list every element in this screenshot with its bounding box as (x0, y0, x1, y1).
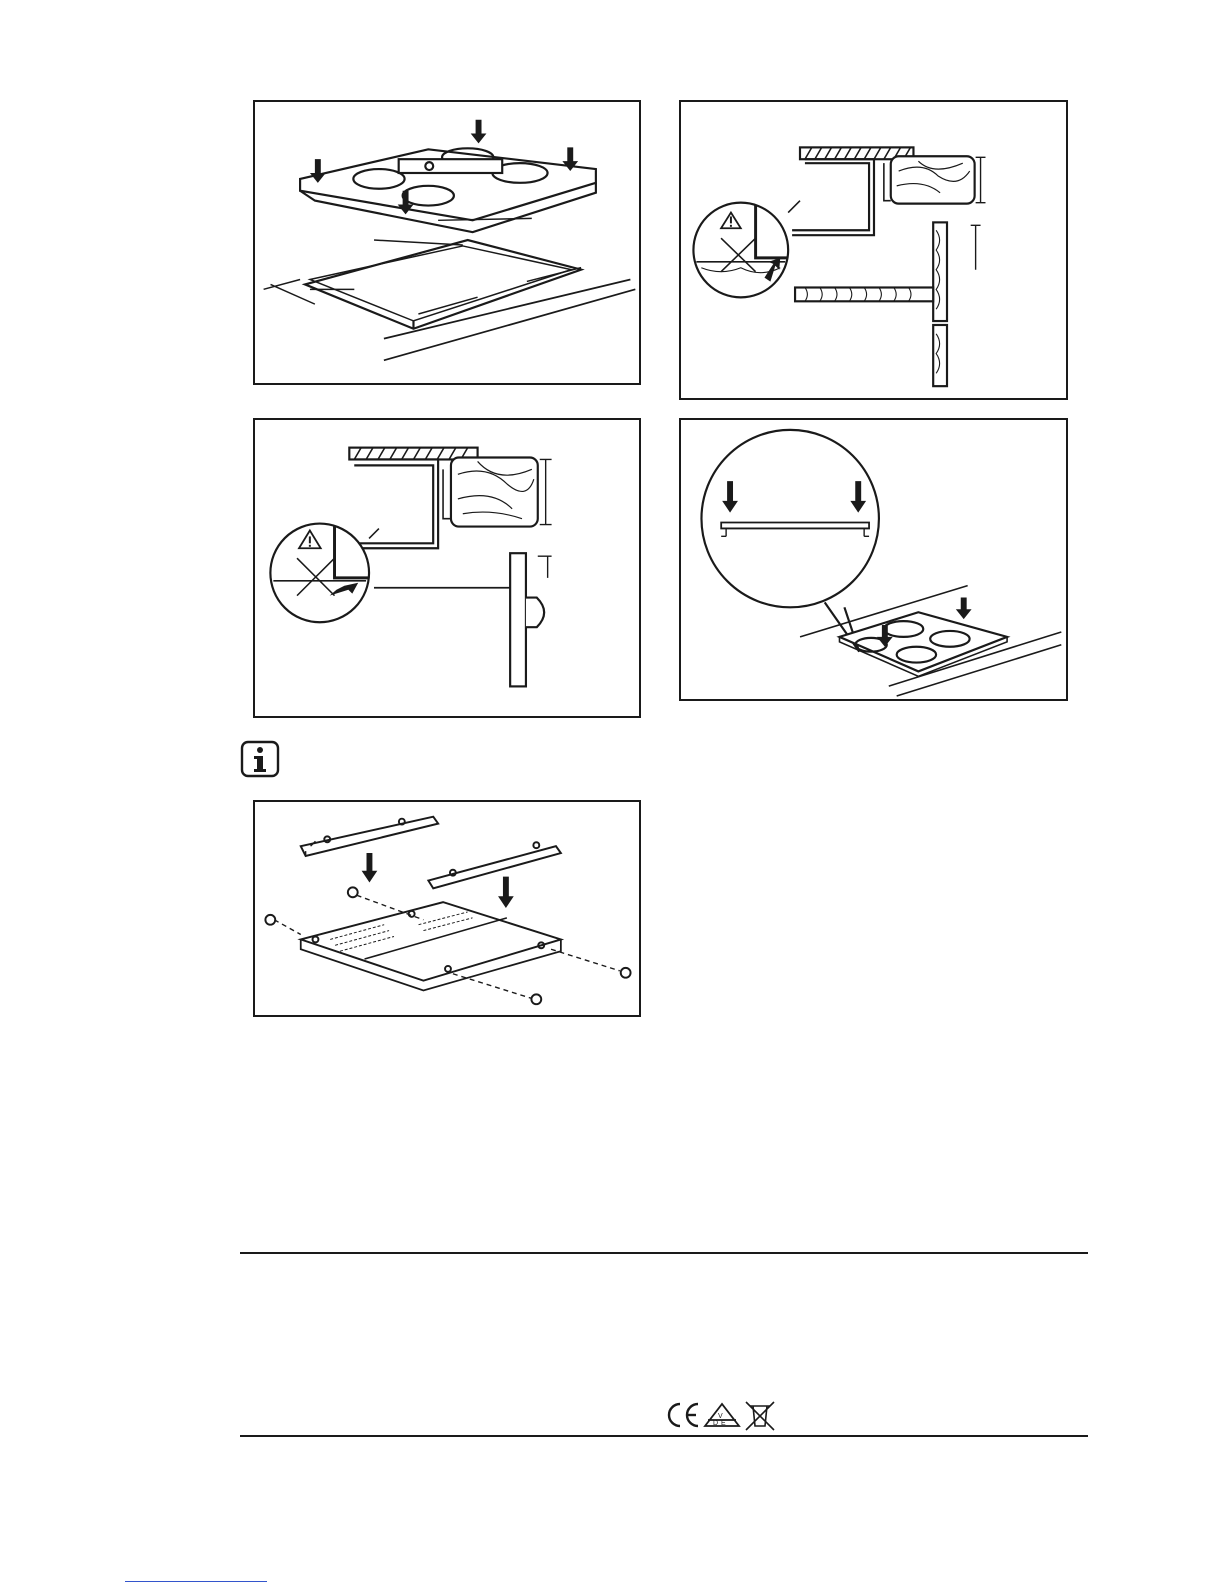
link-underline[interactable] (125, 1581, 267, 1582)
figure-clearance-oven (679, 100, 1068, 400)
svg-text:D: D (713, 1420, 718, 1427)
footer-top-rule (240, 1252, 1088, 1254)
svg-text:V: V (718, 1413, 723, 1420)
info-icon (240, 740, 280, 778)
figure-clearance-door (253, 418, 641, 718)
ce-mark-icon (669, 1404, 698, 1426)
figure-pressing-hob (679, 418, 1068, 701)
figure-hob-placement (253, 100, 641, 385)
weee-bin-icon (746, 1402, 774, 1430)
footer-bottom-rule (240, 1435, 1088, 1437)
compliance-marks: V D E (660, 1398, 780, 1432)
figure-bracket-assembly (253, 800, 641, 1017)
svg-text:E: E (721, 1420, 726, 1427)
hob-installation-diagram-icon (255, 102, 639, 383)
